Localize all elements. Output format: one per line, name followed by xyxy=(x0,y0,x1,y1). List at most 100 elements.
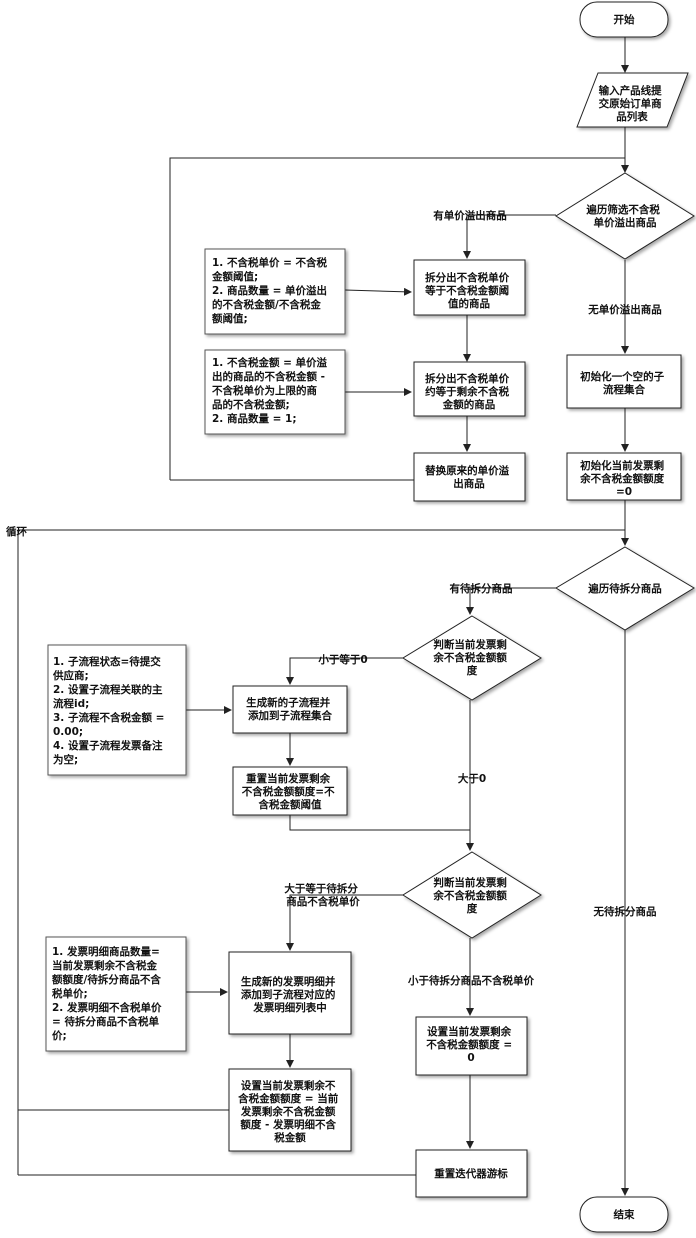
init-subflow-set-line: 流程集合 xyxy=(603,383,645,396)
note4-line: 2. 发票明细不含税单价 xyxy=(52,1001,162,1014)
end-label: 结束 xyxy=(614,1208,635,1221)
traverse-overprice-line: 遍历筛选不含税 xyxy=(585,203,660,216)
note-tax-amount-rule xyxy=(204,349,346,435)
note1-line: 金额阈值; xyxy=(211,270,258,283)
traverse-pending-decision xyxy=(555,546,695,631)
note4-line: = 待拆分商品不含税单 xyxy=(52,1015,159,1028)
start-terminal xyxy=(579,1,669,38)
note4-line: 1. 发票明细商品数量= xyxy=(52,945,160,958)
reset-iterator-box xyxy=(415,1149,528,1198)
replace-original-box xyxy=(413,452,526,502)
note-unit-price-rule-text: 1. 不含税单价 = 不含税 金额阈值; 2. 商品数量 = 单价溢出 的不含税… xyxy=(211,256,331,325)
judge-remaining-2-line: 判断当前发票剩 xyxy=(433,876,507,889)
split-remainder-text: 拆分出不含税单价 约等于剩余不含税 金额的商品 xyxy=(425,372,513,411)
note-subflow-init xyxy=(47,644,187,776)
arrow-has-overprice xyxy=(463,214,556,259)
line-reset-to-judge2 xyxy=(289,815,470,831)
split-remainder-line: 金额的商品 xyxy=(442,398,496,411)
note3-line: 为空; xyxy=(53,753,78,766)
note3-line: 0.00; xyxy=(53,726,83,738)
note3-line: 4. 设置子流程发票备注 xyxy=(53,739,163,752)
note1-line: 1. 不含税单价 = 不含税 xyxy=(212,256,328,269)
set-remaining-diff-line: 设置当前发票剩余不 xyxy=(241,1079,336,1092)
generate-detail-line: 发票明细列表中 xyxy=(252,1001,327,1014)
judge-remaining-decision-2 xyxy=(402,851,542,939)
split-equal-threshold-text: 拆分出不含税单价 等于不含税金额阈 值的商品 xyxy=(424,271,513,310)
reset-iterator-text: 重置迭代器游标 xyxy=(434,1167,508,1180)
reset-remaining-line: 重置当前发票剩余 xyxy=(246,772,330,785)
generate-subflow-line: 添加到子流程集合 xyxy=(248,709,332,722)
set-remaining-diff-box xyxy=(228,1068,352,1152)
generate-subflow-box xyxy=(232,685,348,734)
split-equal-threshold-line: 拆分出不含税单价 xyxy=(425,271,509,284)
note1-line: 额阈值; xyxy=(211,312,248,325)
traverse-pending-text: 遍历待拆分商品 xyxy=(587,582,662,595)
ge-price-label: 大于等于待拆分 商品不含税单价 xyxy=(284,882,361,908)
reset-remaining-box xyxy=(232,766,348,816)
set-remaining-diff-text: 设置当前发票剩余不 含税金额额度 = 当前 发票剩余不含税金额 额度 - 发票明… xyxy=(238,1079,342,1144)
loop-label: 循环 xyxy=(6,525,27,538)
init-remaining-line: 初始化当前发票剩 xyxy=(580,459,664,472)
note3-line: 1. 子流程状态=待提交 xyxy=(53,655,161,668)
generate-detail-text: 生成新的发票明细并 添加到子流程对应的 发票明细列表中 xyxy=(241,975,339,1014)
set-remaining-zero-text: 设置当前发票剩余 不含税金额额度 = 0 xyxy=(426,1025,516,1064)
note2-line: 1. 不含税金额 = 单价溢 xyxy=(212,356,328,369)
note1-line: 的不含税金额/不含税金 xyxy=(212,298,321,311)
generate-subflow-line: 生成新的子流程并 xyxy=(246,696,330,709)
end-terminal xyxy=(579,1196,669,1233)
generate-detail-line: 添加到子流程对应的 xyxy=(241,988,336,1001)
gt-zero-label: 大于0 xyxy=(458,772,486,785)
input-product-list-line: 交原始订单商 xyxy=(599,97,662,110)
split-equal-threshold-line: 等于不含税金额阈 xyxy=(424,284,509,297)
reset-remaining-text: 重置当前发票剩余 不含税金额额度=不 含税金额阈值 xyxy=(242,772,338,811)
note2-line: 不含税单价为上限的商 xyxy=(212,384,317,397)
split-equal-threshold-line: 值的商品 xyxy=(448,297,490,310)
note2-line: 出的商品的不含税金额 - xyxy=(212,370,325,383)
has-pending-label: 有待拆分商品 xyxy=(450,582,513,595)
set-remaining-diff-line: 发票剩余不含税金额 xyxy=(240,1105,336,1118)
note-invoice-detail xyxy=(45,936,187,1052)
arrow-note1 xyxy=(344,287,412,296)
arrow-ge-price xyxy=(286,894,405,951)
generate-subflow-text: 生成新的子流程并 添加到子流程集合 xyxy=(246,696,334,722)
init-subflow-set-text: 初始化一个空的子 流程集合 xyxy=(580,370,668,396)
set-remaining-zero-line: 0 xyxy=(467,1052,474,1064)
arrow-has-pending xyxy=(466,587,556,615)
ge-price-line: 商品不含税单价 xyxy=(286,895,360,908)
ge-price-line: 大于等于待拆分 xyxy=(284,882,358,895)
judge-remaining-2-line: 余不含税金额额 xyxy=(432,889,507,902)
split-remainder-line: 拆分出不含税单价 xyxy=(425,372,509,385)
judge-remaining-1-line: 判断当前发票剩 xyxy=(433,638,507,651)
note4-line: 税单价; xyxy=(52,987,88,1000)
note2-line: 品的不含税金额; xyxy=(212,398,290,411)
replace-original-text: 替换原来的单价溢 出商品 xyxy=(425,464,513,490)
input-product-list-text: 输入产品线提 交原始订单商 品列表 xyxy=(599,84,666,123)
judge-remaining-2-line: 度 xyxy=(467,902,478,915)
set-remaining-diff-line: 含税金额额度 = 当前 xyxy=(238,1092,339,1105)
init-remaining-line: 余不含税金额额度 xyxy=(579,472,664,485)
split-equal-threshold-box xyxy=(413,259,526,316)
init-remaining-box xyxy=(566,452,682,501)
traverse-overprice-text: 遍历筛选不含税 单价溢出商品 xyxy=(585,203,663,229)
set-remaining-zero-line: 设置当前发票剩余 xyxy=(427,1025,511,1038)
input-product-list-line: 品列表 xyxy=(616,110,648,123)
le-zero-label: 小于等于0 xyxy=(317,653,367,666)
note4-line: 当前发票剩余不含税金 xyxy=(52,959,157,972)
set-remaining-diff-line: 税金额 xyxy=(274,1131,306,1144)
note-unit-price-rule xyxy=(204,248,346,335)
reset-remaining-line: 不含税金额额度=不 xyxy=(242,785,335,798)
note3-line: 供应商; xyxy=(52,669,89,682)
judge-remaining-decision-1 xyxy=(402,615,542,701)
no-overprice-label: 无单价溢出商品 xyxy=(587,303,662,316)
input-product-list-line: 输入产品线提 xyxy=(599,84,662,97)
connectors xyxy=(17,37,629,1196)
init-subflow-set-line: 初始化一个空的子 xyxy=(580,370,664,383)
replace-original-line: 出商品 xyxy=(453,477,485,490)
lt-price-label: 小于待拆分商品不含税单价 xyxy=(407,974,534,987)
traverse-overprice-decision xyxy=(555,172,695,260)
note3-line: 流程id; xyxy=(53,697,89,710)
start-label: 开始 xyxy=(614,13,635,26)
arrow-le-zero xyxy=(286,657,405,685)
set-remaining-zero-line: 不含税金额额度 = xyxy=(426,1038,512,1051)
